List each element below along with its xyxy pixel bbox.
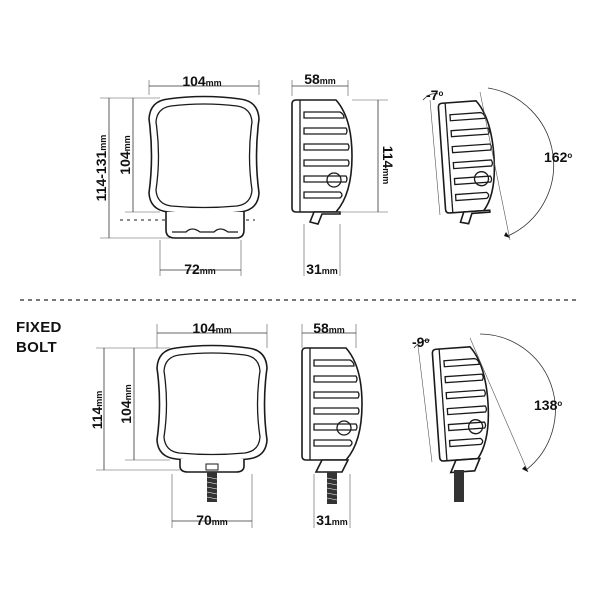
bottom-front-bolt [207, 472, 217, 502]
bottom-front-width-label: 104mm [192, 320, 231, 336]
bottom-tilt-housing [431, 346, 490, 462]
top-tilt-arc-arrow [504, 232, 510, 238]
top-side-depth-label: 58mm [304, 71, 336, 87]
fixed-bolt-label-line2: BOLT [16, 339, 57, 356]
bottom-tilt-axis-line [469, 337, 529, 473]
top-front-housing-outer [148, 95, 260, 215]
bottom-front-housing-outer [156, 344, 268, 462]
top-front-bracket-detail [172, 228, 238, 233]
fixed-bolt-label-line1: FIXED [16, 319, 62, 336]
top-tilt-up-arc [422, 93, 439, 101]
top-side-bracket [308, 211, 341, 225]
top-side-housing [291, 99, 353, 213]
bottom-tilt-lens-edge [438, 348, 448, 461]
top-front-inner-height-label: 104mm [117, 135, 133, 174]
bottom-front-mount-nut [205, 463, 219, 471]
bottom-side-view: 58mm 31mm [301, 320, 363, 528]
bottom-tilt-arc-arrow [522, 466, 528, 472]
top-tilt-axis-line [479, 91, 511, 241]
bottom-front-height-label: 114mm [89, 391, 105, 430]
bottom-side-fins [313, 359, 360, 447]
bottom-side-bracket-depth-label: 31mm [316, 512, 348, 528]
bottom-tilt-fins [443, 357, 488, 448]
bottom-tilt-knob [467, 419, 484, 435]
fixed-bolt-label: FIXED BOLT [16, 318, 62, 358]
bottom-front-housing-inner [163, 352, 261, 456]
top-tilt-up-label: -7o [426, 87, 443, 103]
top-side-knob [326, 172, 342, 188]
top-front-view: 104mm 114-131mm 104mm 72mm [93, 73, 260, 277]
top-front-width-label: 104mm [182, 73, 221, 89]
bottom-tilt-bracket [449, 457, 482, 474]
top-side-view: 58mm 114mm 31mm [291, 71, 396, 277]
bottom-side-bracket [314, 459, 350, 473]
top-front-height-label: 114-131mm [93, 135, 109, 202]
bottom-tilt-arc [479, 333, 556, 471]
bottom-front-bolt-thread [206, 476, 218, 500]
top-side-fins [303, 111, 350, 199]
top-front-bracket [165, 212, 245, 239]
bottom-tilt-view: -9o 138o [412, 333, 562, 502]
top-tilt-view: -7o 162o [422, 87, 572, 241]
top-tilt-ref-line [429, 99, 441, 216]
top-tilt-arc [487, 87, 554, 237]
bottom-tilt-ref-line [417, 345, 433, 463]
bottom-side-bolt [327, 472, 337, 504]
bottom-tilt-up-label: -9o [412, 334, 429, 350]
top-tilt-bracket [459, 209, 491, 225]
top-side-bracket-depth-label: 31mm [306, 261, 338, 277]
bottom-front-inner-height-label: 104mm [118, 384, 134, 423]
top-tilt-lens-edge [444, 102, 454, 213]
bottom-front-bracket-width-label: 70mm [196, 512, 228, 528]
top-front-housing-inner [155, 103, 253, 209]
bottom-side-depth-label: 58mm [313, 320, 345, 336]
bottom-front-view: 104mm 114mm 104mm 70mm [89, 320, 268, 528]
top-tilt-down-label: 162o [544, 149, 572, 165]
top-tilt-fins [449, 111, 494, 202]
bottom-side-bolt-thread [326, 477, 338, 501]
bottom-tilt-bolt [454, 470, 464, 502]
bottom-tilt-up-arc [413, 339, 431, 349]
bottom-side-housing [301, 347, 363, 461]
top-tilt-knob [473, 171, 490, 187]
top-front-bracket-width-label: 72mm [184, 261, 216, 277]
bottom-side-knob [336, 420, 352, 436]
bottom-tilt-down-label: 138o [534, 397, 562, 413]
top-side-height-label: 114mm [380, 146, 396, 185]
